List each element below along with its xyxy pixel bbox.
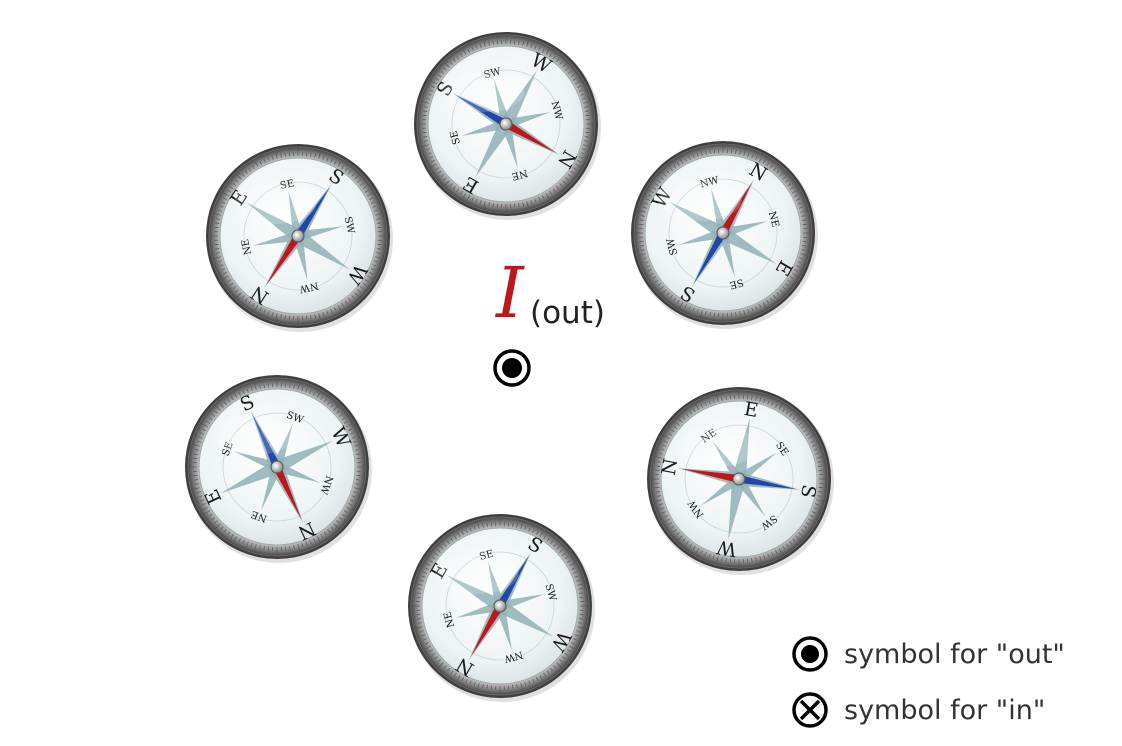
glass-highlight [233, 183, 317, 225]
rose-point [261, 465, 282, 511]
compass-label-ne: NE [240, 238, 254, 256]
compass-label-sw: SW [543, 583, 558, 603]
compass-hub [732, 472, 746, 486]
compass-label-sw: SW [483, 66, 503, 81]
rose-point [504, 112, 551, 129]
rose-point [736, 472, 801, 490]
needle-north [471, 604, 504, 657]
compass-tick-ring [413, 519, 587, 693]
needle-south [694, 231, 727, 284]
compass-label-se: SE [449, 129, 463, 146]
compass-label-ne: NE [442, 610, 457, 628]
compass-hub [270, 460, 284, 474]
compass-hub [291, 229, 305, 243]
needle-south [738, 475, 797, 490]
compass-label-n: N [658, 457, 683, 477]
compass-label-se: SE [728, 276, 745, 290]
compass-label-nw: NW [502, 648, 524, 664]
needle-south [252, 414, 281, 469]
compass-tick-ring [636, 146, 810, 320]
dot-in-circle-out-symbol-icon [792, 636, 828, 672]
current-out-symbol-icon [493, 349, 531, 387]
glass-highlight [658, 180, 742, 222]
compass-label-se: SE [478, 549, 495, 563]
glass-highlight [212, 414, 296, 456]
rose-point [270, 464, 304, 524]
legend-item-in: symbol for "in" [790, 690, 1045, 730]
glass-highlight [674, 426, 758, 468]
legend-item-out: symbol for "out" [790, 634, 1065, 674]
compass-label-se: SE [279, 178, 295, 192]
compass-label-nw: NW [699, 175, 721, 191]
rose-point [677, 468, 742, 486]
legend-text-in: symbol for "in" [844, 694, 1046, 726]
compass-label-sw: SW [342, 216, 356, 236]
compass-tick-ring [211, 149, 385, 323]
rose-point [250, 410, 284, 470]
rose-point [711, 188, 728, 235]
needle-north [504, 120, 557, 153]
rose-point [272, 423, 293, 469]
cross-in-circle-in-symbol-icon [792, 692, 828, 728]
rose-point [728, 476, 746, 541]
compass-tick-ring [419, 37, 593, 211]
compass-label-nw: NW [298, 280, 320, 295]
rose-point [275, 462, 321, 483]
compass-tick-ring [652, 392, 826, 566]
rose-point [669, 202, 727, 240]
rose-point [246, 202, 302, 242]
glass-highlight [435, 553, 519, 595]
rose-point [499, 70, 537, 128]
needle-south [294, 187, 330, 239]
compass-hub [493, 599, 507, 613]
rose-point [496, 599, 554, 637]
current-label-symbol: I [496, 252, 524, 334]
rose-point [294, 230, 350, 270]
needle-south [496, 555, 529, 608]
rose-point [495, 604, 512, 651]
rose-point [233, 451, 279, 472]
compass-label-ne: NE [250, 508, 269, 524]
legend-text-out: symbol for "out" [844, 638, 1065, 670]
compass-label-s: S [796, 483, 820, 500]
needle-north [273, 465, 302, 520]
needle-north [681, 468, 740, 483]
compass-label-w: W [715, 535, 739, 560]
compass-tick-ring [190, 380, 364, 554]
compass-label-e: E [742, 398, 759, 422]
compass-hub [716, 226, 730, 240]
current-label-subscript: (out) [530, 295, 605, 331]
needle-south [455, 95, 508, 128]
rose-point [446, 575, 504, 613]
rose-point [475, 120, 513, 178]
rose-point [293, 234, 308, 281]
rose-point [701, 474, 742, 506]
rose-point [220, 460, 280, 494]
compass-label-ne: NE [510, 167, 528, 182]
compass-label-se: SE [221, 441, 236, 458]
needle-north [266, 233, 302, 285]
rose-point [274, 440, 334, 474]
compass-hub [499, 117, 513, 131]
rose-point [719, 226, 777, 264]
compass-label-nw: NW [548, 100, 564, 122]
glass-highlight [441, 71, 525, 113]
needle-north [719, 182, 752, 235]
compass-label-ne: NE [766, 210, 781, 228]
rose-point [732, 417, 750, 482]
compass-label-sw: SW [665, 236, 680, 256]
